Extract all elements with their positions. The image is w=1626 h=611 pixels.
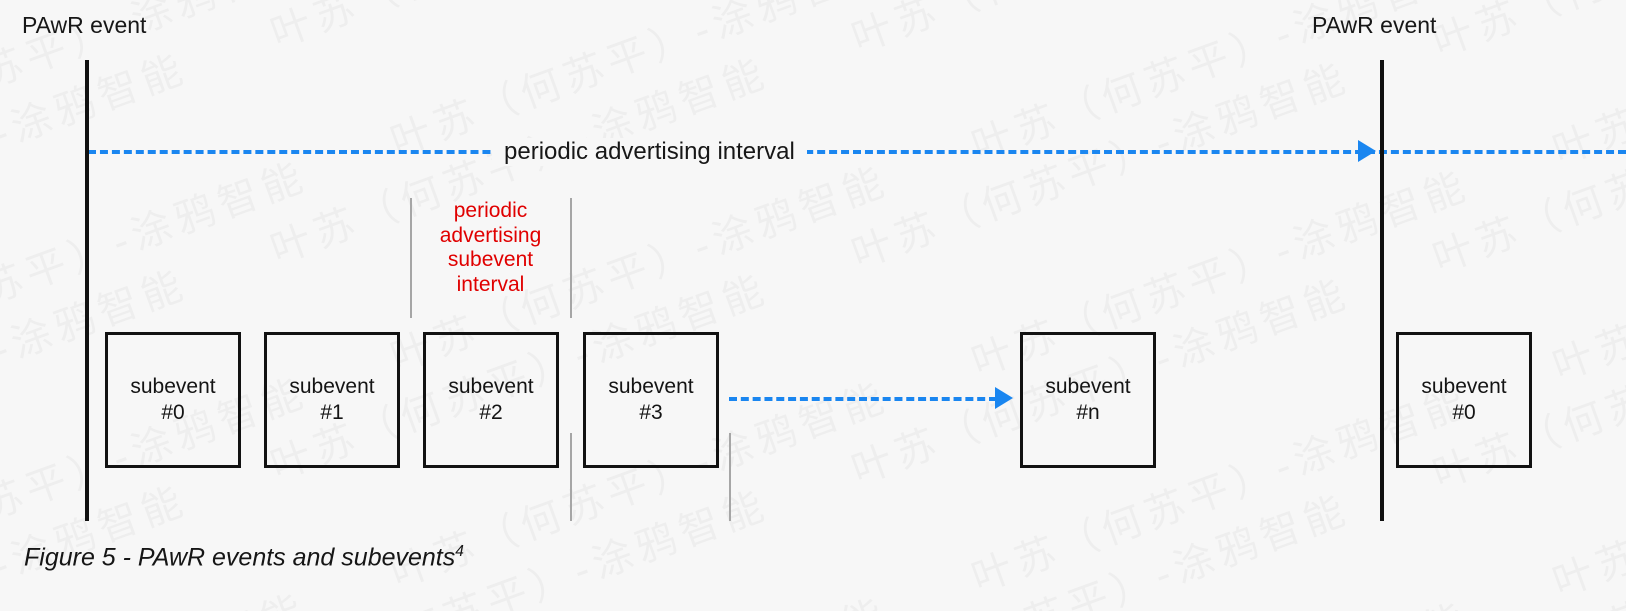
subevent-box-0-index: #0 [161, 401, 185, 424]
subevent-box-n[interactable]: subevent #n [1020, 332, 1156, 468]
subevent-box-1[interactable]: subevent #1 [264, 332, 400, 468]
subevent-interval-guide-line-lower-left [570, 433, 572, 521]
subevent-box-2[interactable]: subevent #2 [423, 332, 559, 468]
subevent-box-next-event-0-name: subevent [1421, 375, 1507, 399]
figure-caption-footnote-marker: 4 [455, 543, 464, 560]
subevent-box-2-name: subevent [448, 375, 534, 399]
subevent-box-1-index: #1 [320, 401, 344, 424]
periodic-advertising-interval-dashed-line [88, 150, 1626, 154]
red-annotation-line-1: periodic [453, 199, 528, 222]
periodic-advertising-interval-label: periodic advertising interval [492, 138, 807, 166]
figure-caption: Figure 5 - PAwR events and subevents4 [24, 543, 464, 572]
subevent-box-3-name: subevent [608, 375, 694, 399]
subevent-box-n-name: subevent [1045, 375, 1131, 399]
subevent-continuation-arrow-icon [995, 387, 1013, 409]
subevent-box-3[interactable]: subevent #3 [583, 332, 719, 468]
pawr-event-label-right: PAwR event [1312, 12, 1437, 38]
subevent-box-1-name: subevent [289, 375, 375, 399]
subevent-box-3-index: #3 [639, 401, 663, 424]
subevent-interval-guide-line-lower-right [729, 433, 731, 521]
red-annotation-line-2: advertising [439, 223, 542, 247]
figure-caption-text: Figure 5 - PAwR events and subevents [24, 543, 456, 572]
pawr-event-boundary-line-left [85, 60, 89, 521]
pawr-event-label-left: PAwR event [22, 12, 147, 38]
subevent-continuation-dashed-line [729, 397, 997, 401]
red-annotation-line-4: interval [456, 272, 525, 296]
pawr-event-boundary-line-right [1380, 60, 1384, 521]
subevent-interval-guide-line-upper-left [410, 198, 412, 318]
subevent-box-n-index: #n [1076, 401, 1100, 424]
subevent-box-next-event-0-index: #0 [1452, 401, 1476, 424]
subevent-box-2-index: #2 [479, 401, 503, 424]
subevent-interval-guide-line-upper-right [570, 198, 572, 318]
subevent-box-0[interactable]: subevent #0 [105, 332, 241, 468]
periodic-advertising-subevent-interval-label: periodic advertising subevent interval [418, 199, 563, 297]
red-annotation-line-3: subevent [447, 248, 534, 272]
periodic-advertising-interval-arrow-icon [1358, 140, 1376, 162]
subevent-box-0-name: subevent [130, 375, 216, 399]
subevent-box-next-event-0[interactable]: subevent #0 [1396, 332, 1532, 468]
